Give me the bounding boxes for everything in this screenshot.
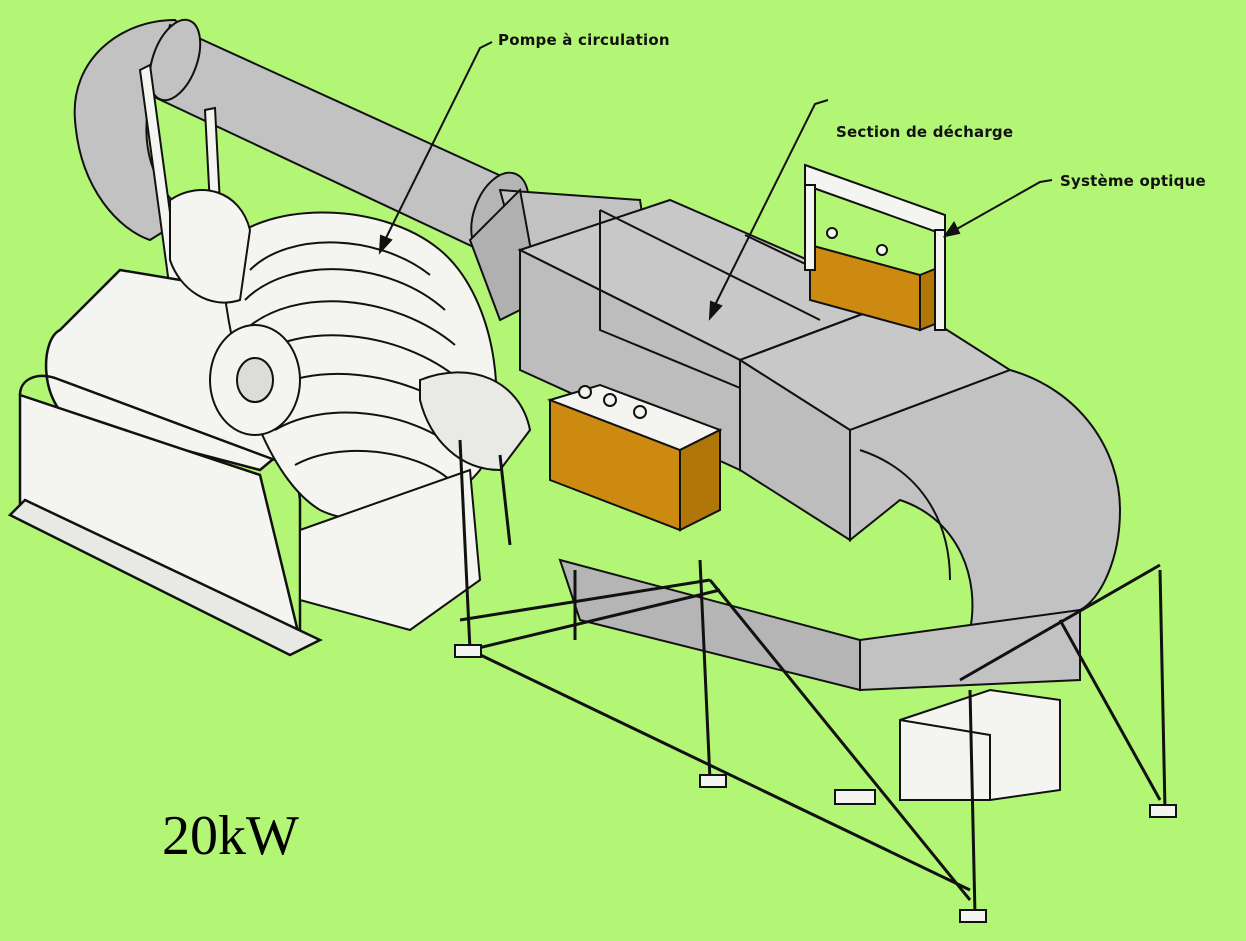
discharge-duct-elbow (558, 298, 1122, 692)
pump-base (299, 468, 482, 632)
stand-feet (454, 644, 1177, 923)
label-section-de-decharge: Section de décharge (836, 123, 1014, 141)
support-stand (458, 439, 1167, 916)
power-rating: 20kW (162, 805, 299, 867)
leader-lines (378, 41, 1053, 321)
label-systeme-optique: Système optique (1060, 172, 1206, 190)
optical-system (804, 163, 946, 331)
return-duct-upper (73, 18, 530, 259)
label-pompe-a-circulation: Pompe à circulation (498, 31, 670, 49)
electrode-box-front (546, 383, 723, 532)
power-supply-box (899, 688, 1061, 801)
circulation-pump (169, 189, 532, 521)
